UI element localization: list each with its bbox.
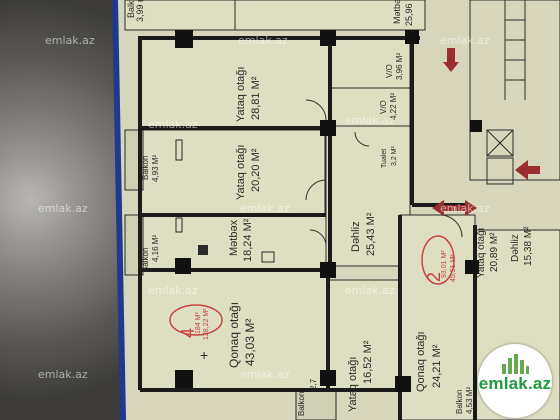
label-bedroom-3: Yataq otağı: [347, 357, 359, 412]
room-living: [139, 269, 329, 391]
watermark: emlak.az: [345, 114, 395, 127]
watermark: emlak.az: [45, 34, 95, 47]
unit-4-area-b: 128,22 M²: [203, 308, 210, 340]
area-hall: 25,43 M²: [365, 212, 377, 256]
unit-badge-2: [421, 235, 455, 285]
label-balkon-2: Balkon: [141, 248, 150, 272]
label-bedroom-2: Yataq otağı: [235, 145, 247, 200]
label-hall: Dəhliz: [350, 221, 362, 252]
area-bedroom-2: 20,20 M²: [250, 148, 262, 192]
label-vo-1: V/O: [385, 64, 394, 78]
area-top-right: 25,96: [404, 3, 414, 26]
unit-2-area-b: 45,51 M²: [450, 254, 457, 282]
label-balkon-1: Balkon: [141, 156, 150, 180]
cross-marker: +: [200, 347, 208, 363]
room-living-2: [399, 214, 476, 420]
area-room-right: 20,89 M²: [489, 232, 500, 272]
watermark: emlak.az: [148, 284, 198, 297]
area-balkon-2: 4,16 M²: [151, 235, 160, 262]
area-balkon-3: 2,7: [309, 378, 318, 390]
label-tualet: Tualet: [381, 149, 388, 168]
door-swings: [305, 99, 463, 247]
area-tualet: 3,2 M²: [391, 145, 398, 166]
watermark: emlak.az: [440, 34, 490, 47]
label-living: Qonaq otağı: [227, 302, 241, 368]
label-top-balkon: Balkon: [126, 0, 136, 18]
unit-badge-4: [169, 304, 223, 336]
unit-2-area-a: 93,01 M²: [441, 250, 448, 278]
area-balkon-4: 4,53 M²: [465, 387, 474, 414]
building-icon: [502, 354, 529, 374]
label-top-right: Mətbəx: [392, 0, 402, 24]
area-living-2: 24,21 M²: [431, 344, 443, 388]
area-living: 43,03 M²: [243, 319, 257, 366]
room-kitchen: [137, 214, 327, 271]
label-balkon-3: Balkon: [297, 392, 306, 416]
watermark: emlak.az: [238, 34, 288, 47]
room-bedroom-1: [139, 37, 331, 129]
room-vo-1: [329, 37, 411, 89]
watermark: emlak.az: [440, 202, 490, 215]
emlak-logo: emlak.az: [478, 344, 552, 418]
label-balkon-4: Balkon: [455, 390, 464, 414]
area-hall-2: 15,38 M²: [523, 226, 534, 266]
unit-4-number: 4: [178, 328, 198, 338]
label-kitchen: Mətbəx: [228, 219, 240, 256]
columns: [175, 30, 482, 392]
radiator: [175, 139, 183, 161]
watermark: emlak.az: [240, 368, 290, 381]
label-vo-2: V/O: [379, 100, 388, 114]
watermark: emlak.az: [345, 284, 395, 297]
unit-2-number: 2: [424, 272, 444, 282]
label-bedroom-1: Yataq otağı: [235, 67, 247, 122]
watermark: emlak.az: [38, 202, 88, 215]
room-bedroom-2: [139, 129, 326, 216]
area-kitchen: 18,24 M²: [242, 218, 254, 262]
area-bedroom-3: 16,52 M²: [362, 340, 374, 384]
area-balkon-1: 4,93 M²: [151, 155, 160, 182]
unit-4-area-a: 184 M²: [195, 312, 202, 334]
radiator-2: [175, 217, 183, 233]
room-top-balkon: [124, 0, 236, 31]
direction-arrows: [432, 48, 540, 216]
watermark: emlak.az: [38, 368, 88, 381]
area-bedroom-1: 28,81 M²: [250, 76, 262, 120]
stairwell: [469, 0, 560, 185]
watermark: emlak.az: [148, 118, 198, 131]
watermark: emlak.az: [240, 202, 290, 215]
kitchen-fixtures: [198, 245, 275, 263]
area-top-balkon: 3,99 m²: [135, 0, 145, 22]
label-living-2: Qonaq otağı: [415, 331, 427, 392]
area-vo-2: 4,22 M²: [389, 93, 398, 120]
label-room-right: Yataq otağı: [476, 228, 487, 278]
area-vo-1: 3,96 M²: [395, 53, 404, 80]
logo-text: emlak.az: [478, 374, 552, 393]
label-hall-2: Dəhliz: [510, 234, 521, 262]
